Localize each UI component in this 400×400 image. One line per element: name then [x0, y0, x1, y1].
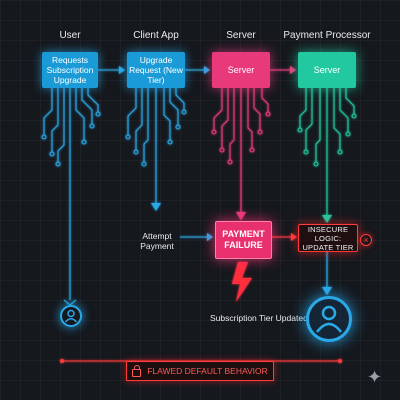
lane-processor-title: Payment Processor — [283, 30, 371, 41]
server-box: Server — [212, 52, 270, 88]
processor-box: Server — [298, 52, 356, 88]
attempt-payment-label: Attempt Payment — [140, 231, 174, 251]
user-request-box: Requests Subscription Upgrade — [42, 52, 98, 88]
lane-user-title: User — [59, 30, 81, 41]
sparkle-icon: ✦ — [367, 367, 383, 387]
banner-label: FLAWED DEFAULT BEHAVIOR — [147, 366, 268, 376]
client-request-box: Upgrade Request (New Tier) — [127, 52, 185, 88]
user-icon — [60, 305, 82, 327]
lane-client-title: Client App — [133, 30, 179, 41]
close-icon: × — [360, 234, 372, 246]
insecure-logic-box: INSECURE LOGIC: UPDATE TIER — [298, 224, 358, 252]
payment-failure-box: PAYMENT FAILURE — [215, 221, 272, 259]
flawed-behavior-banner: FLAWED DEFAULT BEHAVIOR — [126, 361, 274, 381]
lightning-icon — [232, 262, 252, 302]
user-icon — [306, 296, 352, 342]
lock-icon — [132, 365, 142, 377]
lane-server-title: Server — [226, 30, 256, 41]
tier-updated-label: Subscription Tier Updated — [210, 313, 308, 323]
